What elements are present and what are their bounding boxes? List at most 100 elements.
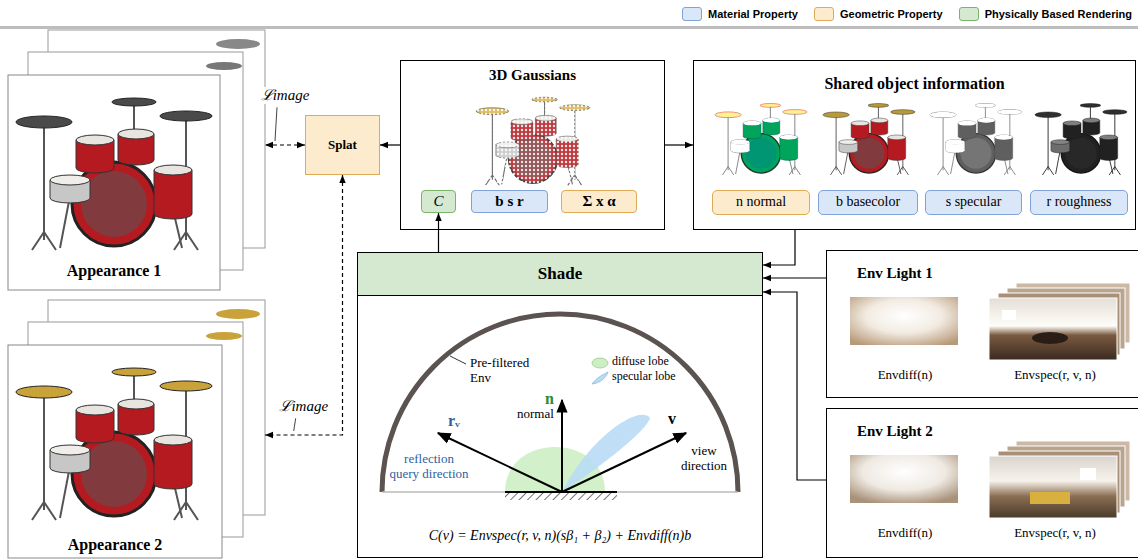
connector-arrow xyxy=(665,144,693,145)
shading-equation: C(v) = Envspec(r, v, n)(sβ₁ + β₂) + Envd… xyxy=(362,528,758,544)
shading-hemisphere xyxy=(592,372,608,384)
attribute-symbol: Σ x α xyxy=(582,193,615,210)
top-rule xyxy=(0,26,1138,29)
lobe-legend-label: specular lobe xyxy=(612,370,676,384)
env-light-1-maps xyxy=(850,283,1130,360)
gaussians-box: 3D GaussiansCb s r Σ x α xyxy=(400,60,665,230)
shared-property-maps xyxy=(715,104,1127,175)
shade-header-band: Shade xyxy=(358,253,762,296)
connector-arrow xyxy=(265,144,305,145)
shading-hemisphere xyxy=(561,400,563,492)
legend: Material Property Geometric Property Physi… xyxy=(682,7,1132,21)
appearance-2-images xyxy=(206,332,242,340)
shading-hemisphere xyxy=(562,415,650,492)
connector-arrow xyxy=(265,175,343,435)
shading-hemisphere xyxy=(382,314,738,500)
map-label: Envdiff(n) xyxy=(850,368,960,383)
env-light-1-maps xyxy=(1002,310,1016,320)
appearance-2-images xyxy=(8,345,222,558)
vector-symbol: n xyxy=(545,390,554,408)
connector-arrow xyxy=(380,144,400,145)
legend-item: Physically Based Rendering xyxy=(959,7,1132,21)
callout-label: Pre-filtered Env xyxy=(470,356,550,386)
legend-text: Material Property xyxy=(708,8,798,21)
appearance-stack: Appearance 2 xyxy=(8,300,265,558)
shared-property-maps xyxy=(823,104,915,175)
legend-swatch xyxy=(682,7,702,21)
geometry-attributes: Σ x α xyxy=(561,190,637,213)
vector-label: reflection query direction xyxy=(388,452,470,482)
map-label: Envspec(r, v, n) xyxy=(985,526,1125,541)
legend-text: Physically Based Rendering xyxy=(985,8,1132,21)
box-title: Shade xyxy=(538,264,582,284)
appearance-caption: Appearance 1 xyxy=(8,262,220,280)
property-tag: r roughness xyxy=(1030,190,1128,215)
legend-swatch xyxy=(814,7,834,21)
property-tag: s specular xyxy=(925,190,1022,215)
gaussian-point-cloud xyxy=(468,84,598,188)
shading-hemisphere xyxy=(438,433,562,492)
appearance-1-images xyxy=(16,98,212,250)
shared-property-maps xyxy=(930,104,1022,175)
env-light-1-maps xyxy=(1032,332,1068,344)
shade-box: Shade xyxy=(357,252,763,558)
appearance-1-images xyxy=(206,62,242,70)
connector-arrow xyxy=(763,277,826,278)
vector-label: view direction xyxy=(676,444,732,474)
connector-arrow xyxy=(763,230,795,265)
box-title: Env Light 1 xyxy=(857,265,933,282)
appearance-2-images xyxy=(216,309,260,319)
connector-arrow xyxy=(763,292,826,480)
legend-item: Geometric Property xyxy=(814,7,943,21)
shading-hemisphere xyxy=(505,492,617,500)
vector-label: normal xyxy=(517,407,554,422)
appearance-1-images xyxy=(8,30,265,290)
property-tag: b basecolor xyxy=(818,190,918,215)
loss-label: ℒimage xyxy=(277,398,330,415)
shading-hemisphere xyxy=(450,356,466,364)
attribute-symbol: b s r xyxy=(495,193,523,210)
shading-hemisphere xyxy=(592,358,608,368)
appearance-caption: Appearance 2 xyxy=(8,536,222,554)
appearance-2-images xyxy=(16,368,212,520)
appearance-1-images xyxy=(8,75,220,290)
vector-symbol: rᵥ xyxy=(448,412,460,430)
property-name: r roughness xyxy=(1047,194,1112,210)
env-light-2-maps xyxy=(1080,468,1096,480)
shared-property-maps xyxy=(715,104,807,175)
lobe-legend-label: diffuse lobe xyxy=(612,355,669,369)
shared-info-box: Shared object information n normal b basec… xyxy=(693,60,1136,230)
shading-hemisphere xyxy=(382,314,738,492)
property-name: n normal xyxy=(736,194,786,210)
splat-box: Splat xyxy=(305,115,380,175)
env-light-2-maps xyxy=(1030,492,1070,504)
env-light-2-maps xyxy=(850,441,1130,518)
appearance-1-images xyxy=(216,39,260,49)
env-light-2-maps xyxy=(850,455,958,503)
env-light-2-maps xyxy=(989,456,1117,518)
property-name: b basecolor xyxy=(836,194,900,210)
legend-item: Material Property xyxy=(682,7,798,21)
legend-text: Geometric Property xyxy=(840,8,943,21)
property-name: s specular xyxy=(946,194,1002,210)
legend-swatch xyxy=(959,7,979,21)
box-title: Env Light 2 xyxy=(857,423,933,440)
attribute-symbol: C xyxy=(433,193,443,210)
box-title: 3D Gaussians xyxy=(401,67,664,84)
leader-line xyxy=(275,107,277,141)
material-attributes: b s r xyxy=(471,190,548,213)
map-label: Envdiff(n) xyxy=(850,526,960,541)
color-attribute: C xyxy=(421,190,456,213)
map-label: Envspec(r, v, n) xyxy=(985,368,1125,383)
box-title: Shared object information xyxy=(694,75,1135,93)
shading-hemisphere xyxy=(562,433,686,492)
appearance-stack: Appearance 1 xyxy=(8,30,265,292)
leader-line xyxy=(294,418,296,431)
appearance-2-images xyxy=(8,300,265,558)
shared-property-maps xyxy=(1035,104,1127,175)
connector-arrow xyxy=(438,213,439,252)
gaussian-point-cloud xyxy=(468,84,598,188)
box-title: Splat xyxy=(328,138,357,153)
env-light-1-maps xyxy=(850,297,958,345)
